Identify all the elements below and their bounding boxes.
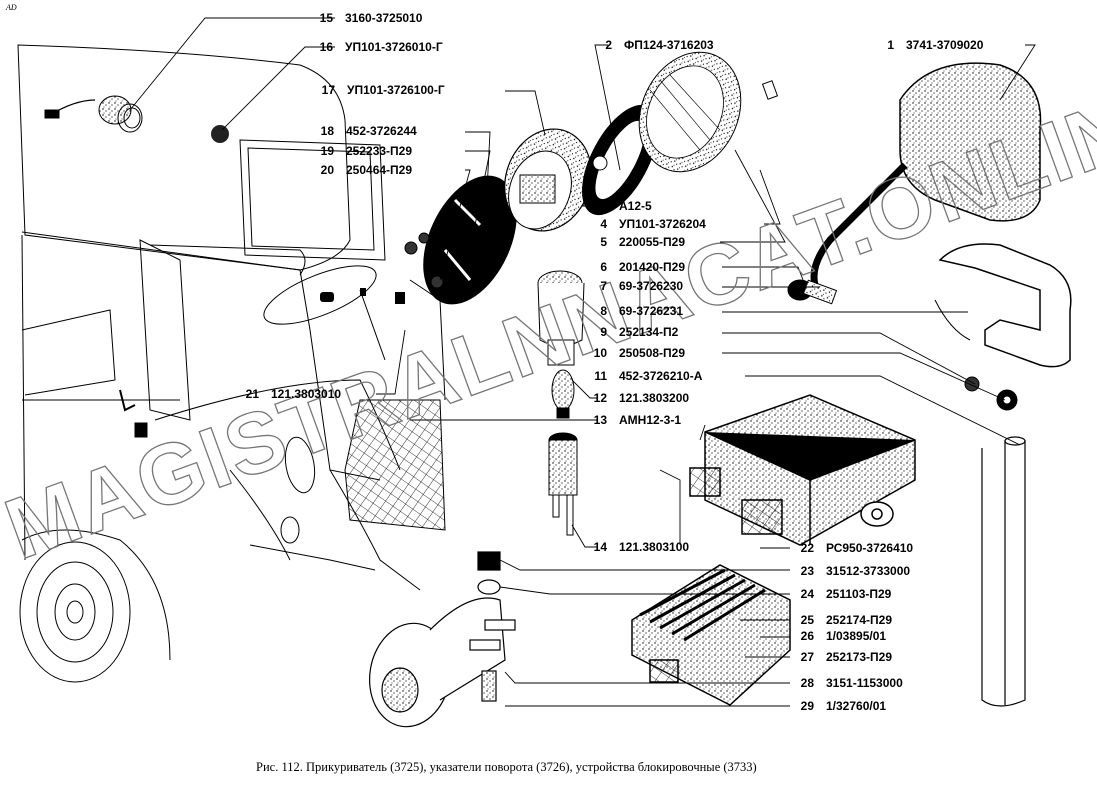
vehicle-cab-drawing [17, 44, 446, 683]
part-11-lamp-socket [537, 270, 585, 419]
part-22-relay-unit [689, 394, 916, 546]
figure-caption: Рис. 112. Прикуриватель (3725), указател… [256, 760, 757, 774]
part-1-side-repeater [787, 62, 1072, 411]
mounting-pipe [981, 436, 1026, 707]
corner-mark: AD [6, 3, 17, 12]
part-16-button [211, 125, 229, 143]
part-14-brake-switch [548, 432, 578, 536]
part-23-blocking-unit [631, 564, 791, 706]
steering-switch [320, 288, 405, 304]
part-28-lock-relay [368, 551, 516, 728]
leader-lines [129, 17, 1036, 707]
part-15-cigarette-lighter [44, 95, 143, 133]
part-2-lamp-assembly [582, 51, 779, 216]
